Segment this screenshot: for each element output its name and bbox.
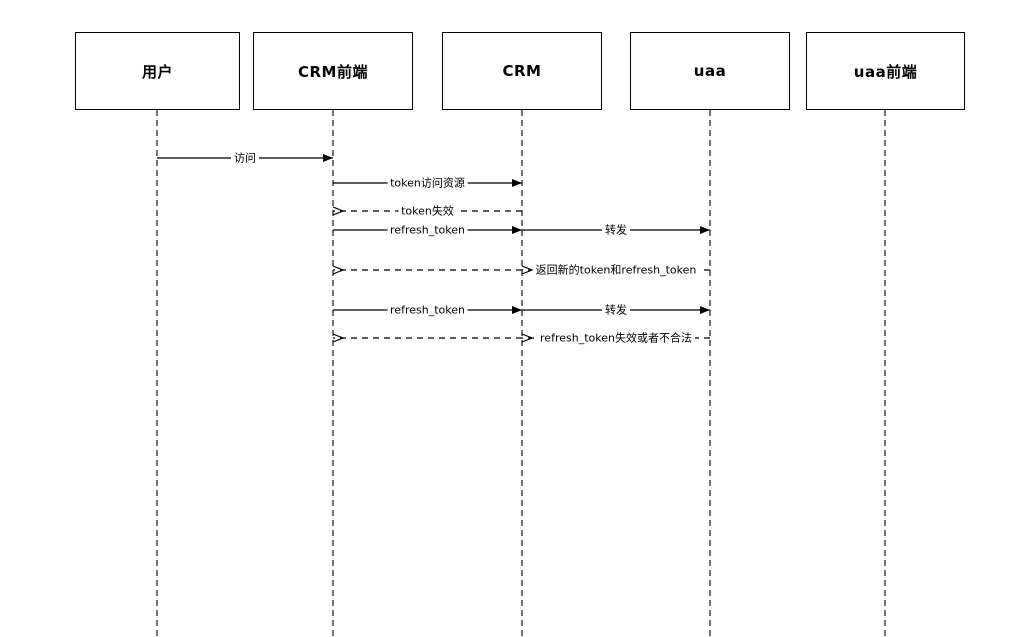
message-label: 访问: [231, 151, 259, 165]
message-label: token访问资源: [387, 176, 468, 190]
actor-box: CRM: [442, 32, 602, 110]
message-label: refresh_token失效或者不合法: [537, 331, 695, 345]
message-label: token失效: [398, 204, 457, 218]
message-label: refresh_token: [387, 223, 468, 237]
actor-label: uaa前端: [853, 62, 918, 81]
actor-label: uaa: [693, 62, 727, 80]
message-label: 转发: [602, 303, 630, 317]
lifelines-layer: [156, 110, 886, 637]
message-label: 转发: [602, 223, 630, 237]
actor-label: CRM前端: [298, 62, 368, 81]
actor-box: uaa: [630, 32, 790, 110]
actor-box: 用户: [75, 32, 240, 110]
message-label: 返回新的token和refresh_token: [532, 263, 700, 277]
actor-box: uaa前端: [806, 32, 965, 110]
message-label: refresh_token: [387, 303, 468, 317]
actor-label: CRM: [502, 62, 542, 80]
actor-box: CRM前端: [253, 32, 413, 110]
actor-label: 用户: [141, 62, 173, 81]
